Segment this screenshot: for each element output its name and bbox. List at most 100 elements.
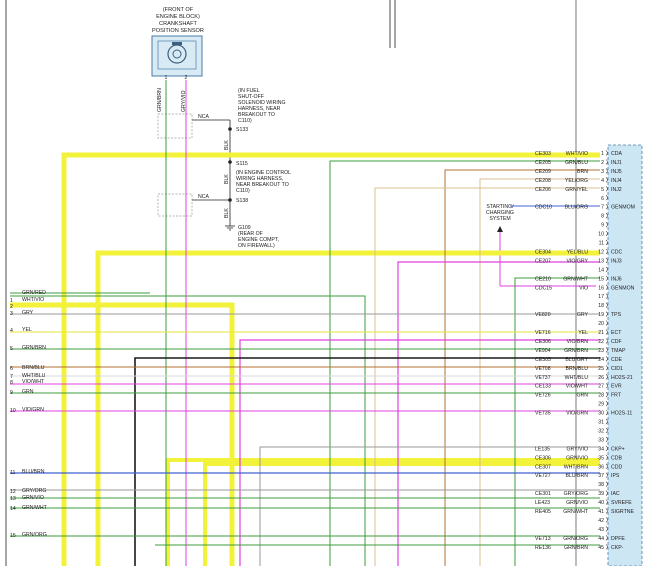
shield-group: NCA NCA S133 S115 S138 BLK BLK BLK [157, 113, 248, 231]
note-line: G109 [238, 225, 251, 231]
pin-function: CDE [611, 357, 622, 363]
pin-function: INJ2 [611, 187, 622, 193]
nca-label: NCA [198, 114, 209, 120]
pin-number: 39 [598, 491, 604, 497]
left-pin-number: 7 [10, 374, 13, 380]
pin-terminal-icon [605, 526, 608, 532]
pin-terminal-icon [605, 203, 608, 210]
connector-row: 31 [598, 418, 608, 426]
connector-body [607, 144, 643, 566]
note-line: C110) [236, 188, 250, 194]
circuit-id: CE133 [535, 384, 551, 390]
circuit-id: VE713 [535, 536, 551, 542]
circuit-id: VE726 [535, 393, 551, 399]
wire [10, 302, 235, 566]
pin-terminal-icon [605, 391, 608, 398]
pin-terminal-icon [605, 186, 608, 192]
sensor-pin-label: 1 [165, 75, 168, 81]
left-pin-color: YEL [22, 327, 32, 333]
wire-layer [10, 80, 600, 566]
pin-terminal-icon [605, 472, 608, 478]
connector-row: 38 [598, 481, 608, 488]
note-line: (IN FUEL [238, 88, 260, 94]
pin-terminal-icon [605, 454, 608, 461]
wire [329, 160, 600, 566]
wire-color-label: YEL/BLU [567, 249, 589, 255]
pin-number: 18 [598, 303, 604, 309]
pin-terminal-icon [605, 311, 608, 317]
note-line: ON FIREWALL) [238, 243, 275, 249]
pin-number: 16 [598, 285, 604, 291]
pin-number: 4 [601, 178, 604, 184]
pin-number: 30 [598, 411, 604, 417]
pin-number: 33 [598, 437, 604, 443]
circuit-id: VE737 [535, 375, 551, 381]
pin-number: 17 [598, 294, 604, 300]
pin-function: INJ1 [611, 160, 622, 166]
pin-terminal-icon [605, 499, 608, 505]
pin-number: 42 [598, 518, 604, 524]
pin-number: 38 [598, 482, 604, 488]
pin-terminal-icon [605, 248, 608, 255]
pin-terminal-icon [605, 400, 608, 407]
wire-color-label: VIO/BRN [567, 339, 589, 345]
splice-s138 [228, 198, 232, 202]
pin-function: CDF [611, 339, 622, 345]
wire [514, 277, 600, 566]
connector-row: 42 [598, 517, 608, 524]
circuit-id: CDC10 [535, 205, 552, 211]
pin-terminal-icon [605, 302, 608, 308]
left-pin-number: 8 [10, 380, 13, 386]
pin-number: 11 [599, 241, 604, 247]
circuit-id: CDC15 [535, 285, 552, 291]
pin-function: CDD [611, 464, 622, 470]
left-pin-color: GRN [22, 389, 34, 395]
wire-color-label: GRN/VIO [566, 500, 588, 506]
circuit-id: CE207 [535, 258, 551, 264]
sensor-pin-label: 2 [185, 75, 188, 81]
pin-function: IAC [611, 491, 620, 497]
pin-function: SVREFE [611, 500, 632, 506]
sensor-label-line: ENGINE BLOCK) [156, 14, 200, 20]
wire-color-label: GRY [577, 312, 589, 318]
pin-number: 6 [601, 196, 604, 202]
wire-color-label: GRN/WHT [563, 509, 589, 515]
wire-color-label: GRN/BRN [564, 545, 588, 551]
left-pin-color: GRN/ORG [22, 532, 47, 538]
circuit-id: VE727 [535, 473, 551, 479]
pin-function: CKP- [611, 545, 624, 551]
pin-terminal-icon [605, 365, 608, 371]
wire-color-label: GRN/BRN [564, 348, 588, 354]
circuit-id: VE716 [535, 330, 551, 336]
pin-function: CDB [611, 455, 622, 461]
left-pin-color: GRN/VIO [22, 495, 44, 501]
pin-number: 27 [598, 384, 604, 390]
circuit-id: VE820 [535, 312, 551, 318]
pin-terminal-icon [605, 168, 608, 174]
pin-function: CDA [611, 151, 622, 157]
circuit-id: CE206 [535, 187, 551, 193]
pin-number: 25 [598, 366, 604, 372]
pin-function: INJ4 [611, 178, 622, 184]
pin-terminal-icon [605, 409, 608, 416]
circuit-id: RE136 [535, 545, 551, 551]
harness-notes: (IN FUEL SHUT-OFF SOLENOID WIRING HARNES… [236, 88, 596, 287]
wire-color-label: BRN [577, 169, 588, 175]
wire [10, 295, 366, 566]
pin-number: 7 [601, 205, 604, 211]
